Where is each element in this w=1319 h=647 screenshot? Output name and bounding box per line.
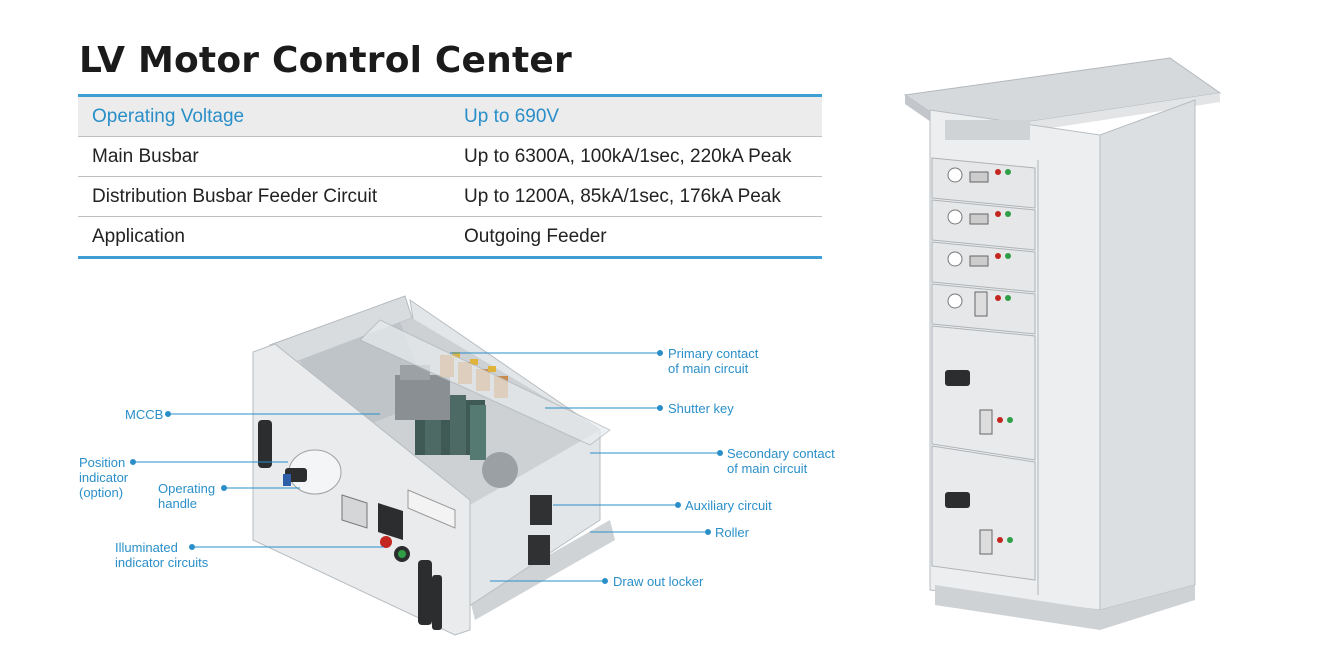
callout-text: of main circuit xyxy=(727,461,808,476)
callout-illuminated-indicator: Illuminated indicator circuits xyxy=(115,540,208,570)
callout-text: Primary contact xyxy=(668,346,759,361)
callout-mccb: MCCB xyxy=(125,407,163,422)
mcc-cabinet-illustration xyxy=(903,57,1222,630)
spec-table-row: Application Outgoing Feeder xyxy=(78,216,822,259)
spec-table-row: Main Busbar Up to 6300A, 100kA/1sec, 220… xyxy=(78,136,822,177)
spec-label: Distribution Busbar Feeder Circuit xyxy=(78,176,450,217)
callout-position-indicator: Position indicator (option) xyxy=(79,455,128,500)
spec-label: Main Busbar xyxy=(78,136,450,177)
callout-text: (option) xyxy=(79,485,124,500)
callout-draw-out-locker: Draw out locker xyxy=(613,574,703,589)
drawer-unit-illustration xyxy=(252,295,615,636)
spec-value: Up to 690V xyxy=(450,94,822,137)
callout-text: Draw out locker xyxy=(613,574,704,589)
callout-text: Auxiliary circuit xyxy=(685,498,772,513)
spec-value: Outgoing Feeder xyxy=(450,216,822,259)
callout-text: Illuminated xyxy=(115,540,178,555)
callout-text: of main circuit xyxy=(668,361,749,376)
callout-roller: Roller xyxy=(715,525,749,540)
callout-text: indicator circuits xyxy=(115,555,209,570)
callout-text: Position xyxy=(79,455,126,470)
callout-text: Shutter key xyxy=(668,401,734,416)
callout-text: MCCB xyxy=(125,407,164,422)
callout-text: Operating xyxy=(158,481,216,496)
spec-table-row: Distribution Busbar Feeder Circuit Up to… xyxy=(78,176,822,217)
callout-text: Roller xyxy=(715,525,749,540)
callout-operating-handle: Operating handle xyxy=(158,481,215,511)
callout-primary-contact: Primary contact of main circuit xyxy=(668,346,758,376)
callout-shutter-key: Shutter key xyxy=(668,401,734,416)
indicator-lamps xyxy=(995,169,1013,543)
spec-label: Operating Voltage xyxy=(78,94,450,137)
spec-value: Up to 1200A, 85kA/1sec, 176kA Peak xyxy=(450,176,822,217)
spec-table-header-row: Operating Voltage Up to 690V xyxy=(78,94,822,137)
callout-text: Secondary contact xyxy=(727,446,835,461)
callout-secondary-contact: Secondary contact of main circuit xyxy=(727,446,835,476)
spec-label: Application xyxy=(78,216,450,259)
spec-value: Up to 6300A, 100kA/1sec, 220kA Peak xyxy=(450,136,822,177)
spec-table: Operating Voltage Up to 690V Main Busbar… xyxy=(78,94,822,259)
callout-auxiliary-circuit: Auxiliary circuit xyxy=(685,498,772,513)
callout-text: indicator xyxy=(79,470,129,485)
callout-text: handle xyxy=(158,496,198,511)
page-title: LV Motor Control Center xyxy=(79,40,572,81)
callout-leaders xyxy=(130,350,723,584)
